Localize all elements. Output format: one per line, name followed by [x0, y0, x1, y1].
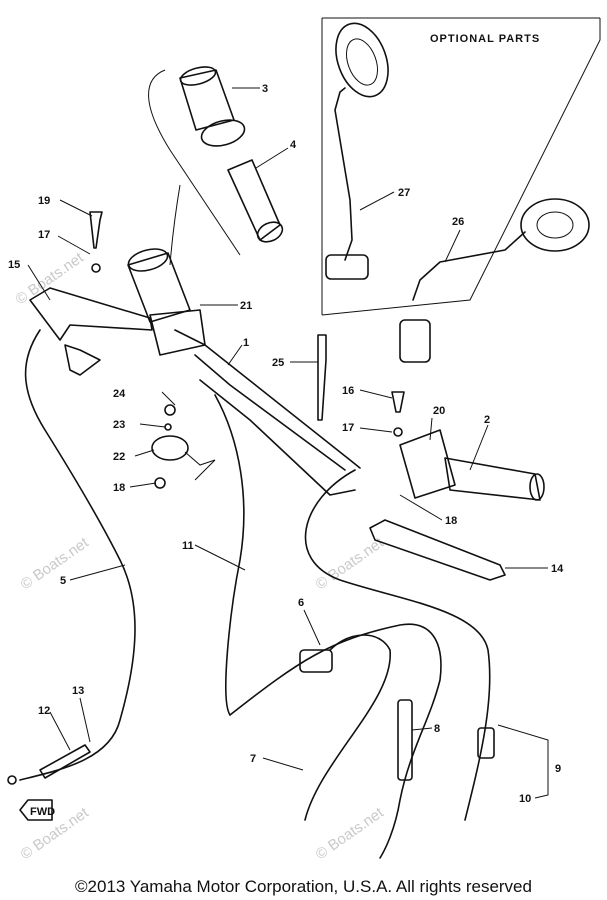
left-grip: [127, 248, 191, 323]
callout-27: 27: [398, 187, 410, 199]
bolt-16: [391, 391, 405, 437]
callout-22: 22: [113, 451, 125, 463]
inset-bracket: [148, 69, 241, 256]
callout-7: 7: [250, 753, 256, 765]
watermark-bottom-right: © Boats.net: [313, 804, 388, 863]
direction-tag: FWD: [19, 799, 55, 821]
callout-19: 19: [38, 195, 50, 207]
callout-26: 26: [452, 216, 464, 228]
adjuster-12-13: [7, 744, 91, 785]
mirror-27: [325, 22, 389, 280]
throttle-housing-20: [399, 429, 456, 499]
callout-25: 25: [272, 357, 284, 369]
callout-20: 20: [433, 405, 445, 417]
front-brake-lever-14: [369, 519, 506, 581]
brake-cable-9: [304, 469, 491, 821]
optional-parts-label: OPTIONAL PARTS: [430, 33, 541, 45]
callout-12: 12: [38, 705, 50, 717]
watermarks: © Boats.net © Boats.net © Boats.net © Bo…: [13, 249, 388, 863]
callout-18a: 18: [113, 482, 125, 494]
handlebar-cross: [199, 379, 356, 496]
callout-14: 14: [551, 563, 564, 575]
cable-adjuster-9: [477, 727, 495, 759]
cable-sleeve-8: [397, 699, 413, 781]
callout-10: 10: [519, 793, 531, 805]
callout-17b: 17: [342, 422, 354, 434]
strap-25: [317, 334, 327, 421]
right-grip-2: [444, 457, 545, 501]
callout-2: 2: [484, 414, 490, 426]
callout-11: 11: [182, 540, 194, 552]
fwd-label: FWD: [30, 806, 55, 818]
callout-17a: 17: [38, 229, 50, 241]
callout-9: 9: [555, 763, 561, 775]
callout-18b: 18: [445, 515, 457, 527]
clutch-lever: [29, 287, 153, 376]
throttle-tube-4: [227, 159, 284, 243]
switch-housing-21: [149, 309, 206, 356]
callouts: 3 4 19 17 15 21 1 25 24 23 22 18 16 17 2…: [8, 83, 564, 805]
switch-22: [151, 404, 216, 489]
optional-parts-frame: [321, 17, 601, 316]
callout-21: 21: [240, 300, 252, 312]
clutch-cable-5: [19, 329, 136, 781]
cable-11: [214, 394, 245, 716]
watermark-mid-right: © Boats.net: [313, 534, 388, 593]
copyright-footer: ©2013 Yamaha Motor Corporation, U.S.A. A…: [75, 877, 532, 896]
throttle-cable-6: [229, 623, 442, 859]
bolt-19: [89, 211, 103, 273]
callout-3: 3: [262, 83, 268, 95]
inset-arrow: [169, 184, 181, 266]
callout-24: 24: [113, 388, 126, 400]
watermark-mid-left: © Boats.net: [18, 534, 93, 593]
callout-4: 4: [290, 139, 297, 151]
handlebar-1: [174, 329, 361, 471]
callout-23: 23: [113, 419, 125, 431]
callout-6: 6: [298, 597, 304, 609]
callout-5: 5: [60, 575, 66, 587]
grip-3: [179, 66, 246, 147]
callout-8: 8: [434, 723, 440, 735]
parts-diagram: © Boats.net © Boats.net © Boats.net © Bo…: [7, 17, 601, 863]
callout-13: 13: [72, 685, 84, 697]
callout-15: 15: [8, 259, 20, 271]
cable-7: [304, 634, 391, 821]
callout-16: 16: [342, 385, 354, 397]
callout-1: 1: [243, 337, 249, 349]
leader-lines: [27, 87, 549, 799]
junction-block-6: [299, 649, 333, 673]
mirror-26: [399, 198, 590, 363]
